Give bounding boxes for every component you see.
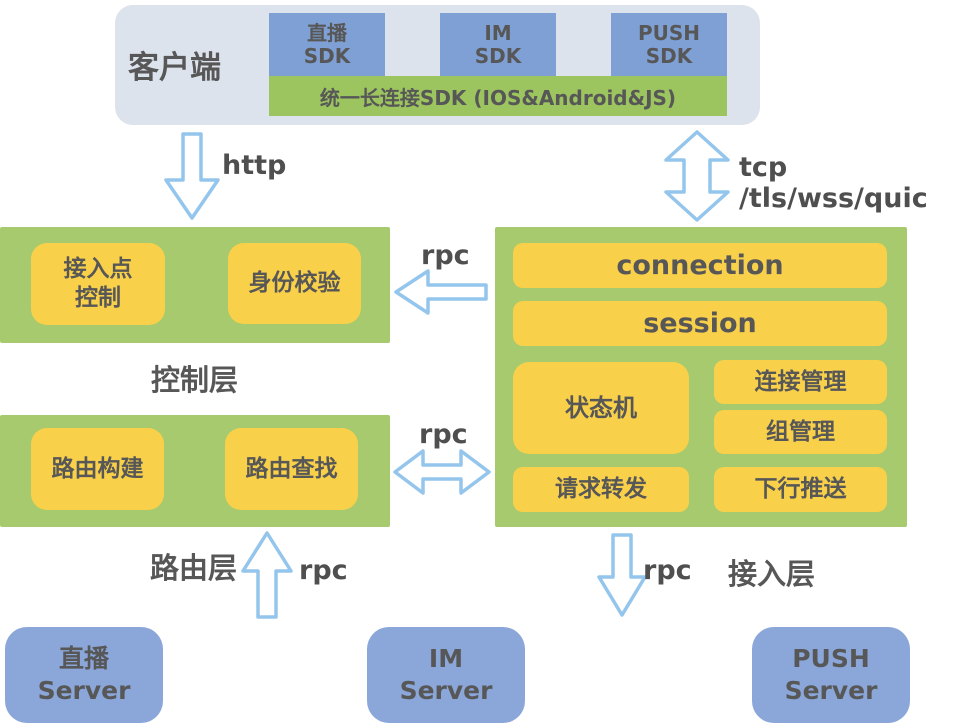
rpc-label-up: rpc	[299, 555, 348, 586]
client-label: 客户端	[128, 50, 221, 86]
tcp-bidirectional-arrow-icon	[664, 130, 730, 222]
downstream-push-module: 下行推送	[714, 467, 887, 512]
rpc-label-control: rpc	[421, 240, 470, 271]
route-lookup-module: 路由查找	[225, 428, 358, 510]
control-layer-label: 控制层	[151, 363, 239, 397]
request-forwarding-module: 请求转发	[513, 467, 689, 512]
push-sdk-box: PUSH SDK	[611, 13, 727, 76]
unified-longconn-sdk-bar: 统一长连接SDK (IOS&Android&JS)	[269, 76, 727, 116]
rpc-label-routing: rpc	[419, 419, 468, 450]
push-server-box: PUSH Server	[752, 627, 910, 723]
group-management-module: 组管理	[714, 410, 887, 454]
http-down-arrow-icon	[164, 132, 220, 220]
state-machine-module: 状态机	[513, 362, 689, 454]
connection-module: connection	[513, 243, 887, 288]
rpc-left-arrow-icon	[394, 269, 488, 315]
route-build-module: 路由构建	[31, 428, 164, 510]
live-server-box: 直播 Server	[5, 627, 163, 723]
access-point-control-module: 接入点 控制	[31, 243, 165, 325]
live-sdk-box: 直播 SDK	[269, 13, 385, 76]
rpc-label-down: rpc	[643, 555, 692, 586]
rpc-down-arrow-icon	[597, 533, 647, 617]
im-server-box: IM Server	[367, 627, 525, 723]
http-label: http	[222, 150, 287, 181]
rpc-bidirectional-arrow-icon	[393, 449, 491, 495]
rpc-up-arrow-icon	[241, 531, 293, 619]
tcp-label: tcp /tls/wss/quic	[739, 152, 928, 214]
connection-management-module: 连接管理	[714, 360, 887, 404]
im-sdk-box: IM SDK	[440, 13, 556, 76]
identity-verification-module: 身份校验	[228, 243, 361, 324]
access-layer-label: 接入层	[728, 557, 816, 591]
routing-layer-label: 路由层	[150, 551, 238, 585]
session-module: session	[513, 301, 887, 346]
